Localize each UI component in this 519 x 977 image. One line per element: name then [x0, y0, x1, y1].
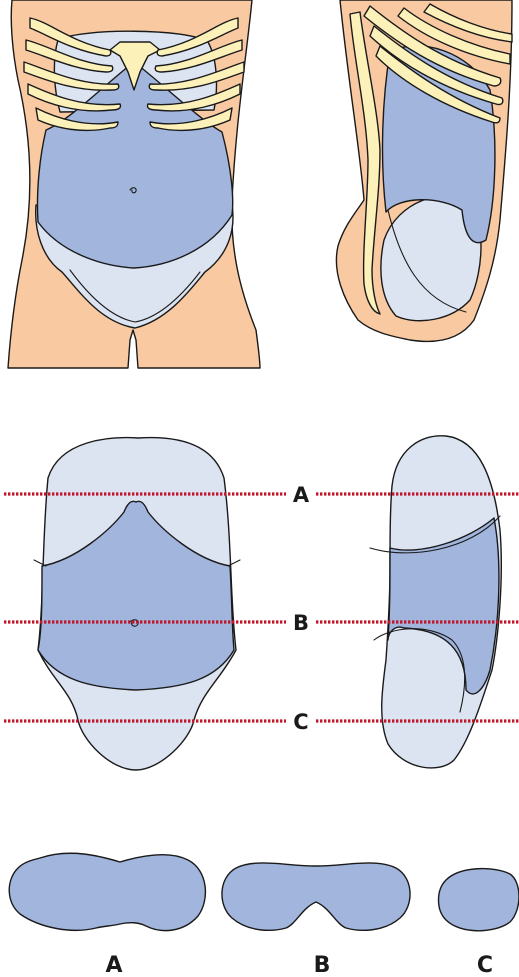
- side-torso-illustration: [336, 0, 512, 341]
- section-diagram-side: [370, 436, 501, 768]
- cross-section-label-c: C: [477, 953, 493, 977]
- section-label-b: B: [293, 611, 309, 635]
- front-torso-illustration: [8, 0, 260, 368]
- cross-section-c-shape: [439, 869, 519, 931]
- cross-section-label-a: A: [105, 953, 122, 977]
- section-label-a: A: [293, 483, 310, 507]
- cross-section-b-shape: [222, 863, 410, 930]
- cross-section-label-b: B: [314, 953, 331, 977]
- cross-section-a-shape: [9, 853, 205, 930]
- cross-section-shapes: [9, 853, 519, 931]
- section-label-c: C: [293, 710, 308, 734]
